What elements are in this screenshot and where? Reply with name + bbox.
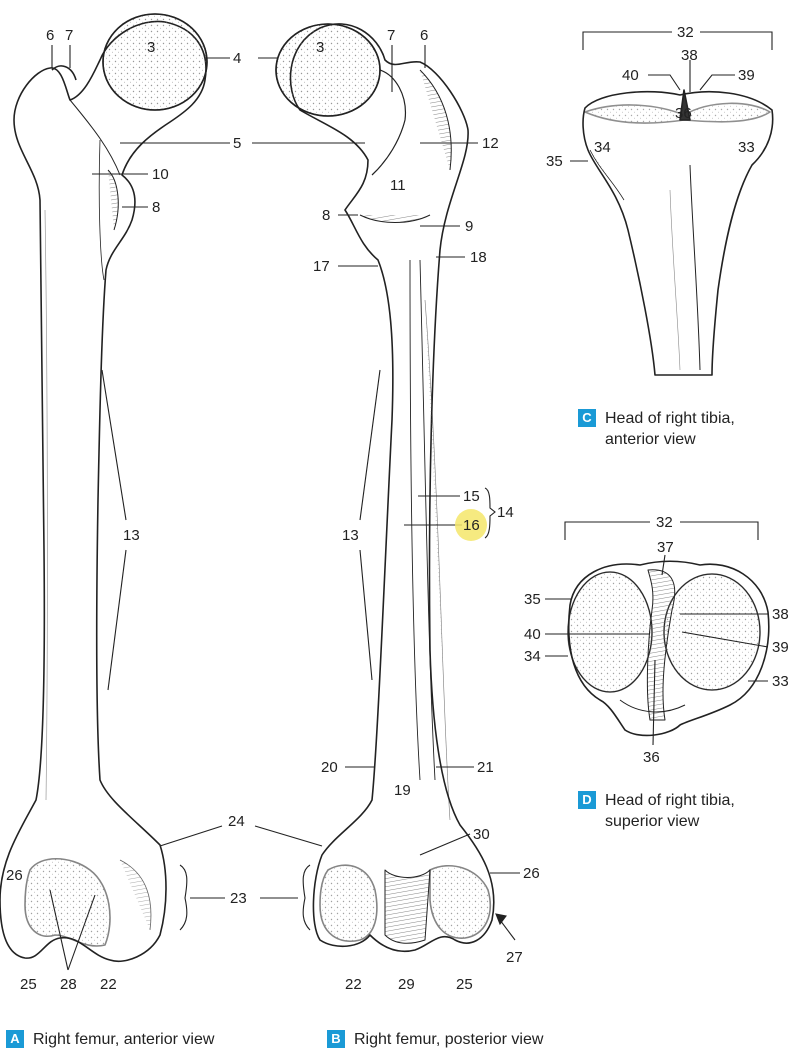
label-b-7: 7 [387, 27, 395, 44]
label-c-36: 36 [675, 105, 692, 122]
tibia-superior-drawing [567, 560, 770, 737]
label-b-15: 15 [463, 488, 480, 505]
label-b-22: 22 [345, 976, 362, 993]
label-d-32: 32 [656, 514, 673, 531]
label-c-39: 39 [738, 67, 755, 84]
tibia-anterior-drawing [582, 89, 774, 376]
labels-figure-b: 3 7 6 12 11 8 9 17 18 13 15 16 14 20 21 … [313, 27, 540, 993]
label-d-36: 36 [643, 749, 660, 766]
label-a-6: 6 [46, 27, 54, 44]
label-b-16: 16 [463, 517, 480, 534]
tibia-c-outline [582, 90, 774, 376]
label-b-17: 17 [313, 258, 330, 275]
femur-anterior-drawing [0, 13, 208, 962]
femur-posterior-drawing [275, 23, 495, 953]
femur-b-outline [289, 23, 495, 953]
caption-d: D Head of right tibia, superior view [578, 790, 735, 832]
label-c-40: 40 [622, 67, 639, 84]
highlight-marker [455, 509, 487, 541]
label-d-33: 33 [772, 673, 789, 690]
labels-figure-d: 32 37 35 38 40 39 34 33 36 [524, 514, 789, 766]
label-b-27: 27 [506, 949, 523, 966]
label-d-38: 38 [772, 606, 789, 623]
label-b-30: 30 [473, 826, 490, 843]
label-a-26: 26 [6, 867, 23, 884]
label-c-33: 33 [738, 139, 755, 156]
caption-d-line1: Head of right tibia, [605, 792, 735, 809]
labels-figure-c: 32 38 40 39 36 35 34 33 [546, 24, 755, 170]
femur-a-outline [0, 20, 207, 962]
label-b-19: 19 [394, 782, 411, 799]
labels-figure-a: 6 7 3 4 5 10 8 13 24 26 23 25 28 22 [6, 27, 247, 993]
label-a-24: 24 [228, 813, 245, 830]
label-b-14: 14 [497, 504, 514, 521]
label-b-12: 12 [482, 135, 499, 152]
caption-a: A Right femur, anterior view [6, 1029, 214, 1050]
label-b-21: 21 [477, 759, 494, 776]
figure-badge-d: D [578, 791, 596, 809]
label-c-35: 35 [546, 153, 563, 170]
label-a-7: 7 [65, 27, 73, 44]
label-d-34: 34 [524, 648, 541, 665]
label-a-22: 22 [100, 976, 117, 993]
label-a-8: 8 [152, 199, 160, 216]
caption-d-line2: superior view [605, 813, 700, 830]
caption-a-text: Right femur, anterior view [33, 1031, 215, 1048]
label-d-35: 35 [524, 591, 541, 608]
label-a-23: 23 [230, 890, 247, 907]
caption-c-line1: Head of right tibia, [605, 410, 735, 427]
label-d-37: 37 [657, 539, 674, 556]
label-b-6: 6 [420, 27, 428, 44]
label-c-38: 38 [681, 47, 698, 64]
label-b-8: 8 [322, 207, 330, 224]
label-a-5: 5 [233, 135, 241, 152]
label-a-28: 28 [60, 976, 77, 993]
figure-badge-a: A [6, 1030, 24, 1048]
label-b-25: 25 [456, 976, 473, 993]
label-b-9: 9 [465, 218, 473, 235]
label-a-3: 3 [147, 39, 155, 56]
caption-c-line2: anterior view [605, 431, 696, 448]
label-b-13: 13 [342, 527, 359, 544]
label-a-25: 25 [20, 976, 37, 993]
label-a-4: 4 [233, 50, 241, 67]
label-c-32: 32 [677, 24, 694, 41]
label-b-11: 11 [390, 177, 406, 194]
caption-c: C Head of right tibia, anterior view [578, 408, 735, 450]
caption-b-text: Right femur, posterior view [354, 1031, 544, 1048]
label-c-34: 34 [594, 139, 611, 156]
label-a-10: 10 [152, 166, 169, 183]
label-b-18: 18 [470, 249, 487, 266]
label-d-40: 40 [524, 626, 541, 643]
label-d-39: 39 [772, 639, 789, 656]
label-b-3: 3 [316, 39, 324, 56]
caption-b: B Right femur, posterior view [327, 1029, 543, 1050]
label-b-26: 26 [523, 865, 540, 882]
figure-badge-b: B [327, 1030, 345, 1048]
figure-badge-c: C [578, 409, 596, 427]
label-a-13: 13 [123, 527, 140, 544]
tibia-d-lateral-condyle [663, 573, 761, 691]
label-b-29: 29 [398, 976, 415, 993]
leader-lines [49, 31, 773, 971]
label-b-20: 20 [321, 759, 338, 776]
